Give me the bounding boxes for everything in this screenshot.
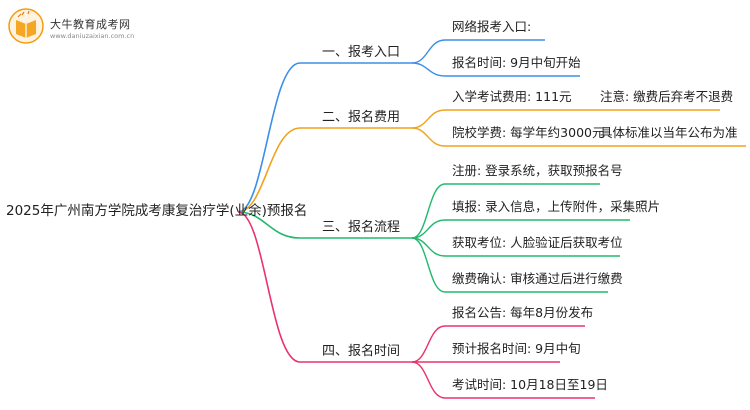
leaf-b4-2: 预计报名时间: 9月中旬 (452, 341, 581, 356)
leaf-b3-2: 填报: 录入信息，上传附件，采集照片 (452, 199, 661, 214)
edge-b2-leaf2 (411, 127, 446, 147)
leaf-b4-3: 考试时间: 10月18日至19日 (452, 377, 608, 392)
leaf-b3-4: 缴费确认: 审核通过后进行缴费 (452, 271, 623, 286)
leaf-b3-1: 注册: 登录系统，获取预报名号 (452, 163, 623, 178)
edge-b3-leaf1 (411, 183, 446, 239)
leaf-b2-1: 入学考试费用: 111元 (452, 89, 572, 104)
leaf-b1-2: 报名时间: 9月中旬开始 (452, 55, 581, 70)
edge-b1-leaf1 (411, 39, 446, 64)
branch-3-label: 三、报名流程 (322, 220, 401, 235)
branch-1-label: 一、报考入口 (322, 45, 401, 60)
leaf-b3-3: 获取考位: 人脸验证后获取考位 (452, 235, 623, 250)
edge-root-branch3 (237, 211, 301, 239)
edge-b3-leaf2 (411, 219, 446, 239)
leaf-b2-2-note: 具体标准以当年公布为准 (600, 125, 738, 140)
edge-root-branch2 (237, 127, 301, 213)
edge-b4-leaf3 (411, 361, 446, 399)
root-node: 2025年广州南方学院成考康复治疗学(业余)预报名 (6, 203, 308, 219)
leaf-b4-1: 报名公告: 每年8月份发布 (452, 305, 594, 320)
edge-root-branch1 (237, 62, 301, 213)
branch-4-label: 四、报名时间 (322, 344, 401, 359)
logo-name: 大牛教育成考网 (50, 18, 131, 31)
site-logo: 大牛教育成考网 www.daniuzaixian.com.cn (6, 6, 146, 48)
book-logo-icon (8, 8, 44, 44)
edge-root-branch4 (237, 211, 301, 363)
edge-b4-leaf1 (411, 325, 446, 363)
leaf-b1-1: 网络报考入口: (452, 19, 532, 34)
branch-2-label: 二、报名费用 (322, 110, 401, 125)
leaf-b2-1-note: 注意: 缴费后弃考不退费 (600, 89, 734, 104)
logo-url: www.daniuzaixian.com.cn (50, 32, 135, 40)
edge-b2-leaf1 (411, 109, 446, 129)
edge-b1-leaf2 (411, 62, 446, 77)
edge-b3-leaf4 (411, 237, 446, 293)
leaf-b2-2: 院校学费: 每学年约3000元 (452, 125, 605, 140)
